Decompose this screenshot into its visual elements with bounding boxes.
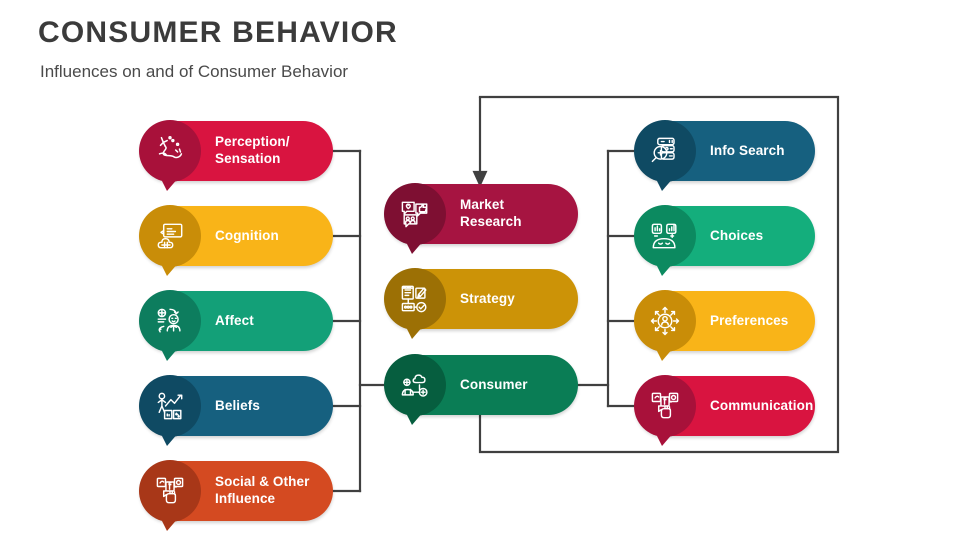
pill-communication[interactable]: Communication (634, 375, 815, 446)
brain-screen-icon (139, 205, 201, 276)
social-share-icon (634, 375, 696, 446)
pill-beliefs[interactable]: Beliefs (139, 375, 333, 446)
pill-label: Affect (215, 312, 254, 328)
pill-label: Cognition (215, 227, 279, 243)
pill-label: Communication (710, 397, 814, 413)
neuron-icon (139, 120, 201, 191)
pill-label: Choices (710, 227, 764, 243)
pill-label: Market Research (460, 197, 522, 229)
pill-label: Beliefs (215, 397, 260, 413)
emotion-person-icon (139, 290, 201, 361)
choice-compare-icon (634, 205, 696, 276)
pill-perception-sensation[interactable]: Perception/ Sensation (139, 120, 333, 191)
search-database-icon (634, 120, 696, 191)
left-bracket (331, 149, 387, 493)
slide-header: CONSUMER BEHAVIOR Influences on and of C… (38, 16, 398, 82)
pill-strategy[interactable]: Strategy (384, 268, 578, 339)
plan-checklist-icon (384, 268, 446, 339)
pill-label: Strategy (460, 290, 515, 306)
pill-affect[interactable]: Affect (139, 290, 333, 361)
pill-market-research[interactable]: Market Research (384, 183, 578, 254)
pill-preferences[interactable]: Preferences (634, 290, 815, 361)
pill-info-search[interactable]: Info Search (634, 120, 815, 191)
pill-label: Consumer (460, 376, 528, 392)
pill-label: Info Search (710, 142, 785, 158)
pill-cognition[interactable]: Cognition (139, 205, 333, 276)
social-share-icon (139, 460, 201, 531)
feedback-bubbles-icon (384, 183, 446, 254)
pill-label: Social & Other Influence (215, 474, 310, 506)
consumer-cloud-icon (384, 354, 446, 425)
pill-choices[interactable]: Choices (634, 205, 815, 276)
pill-label: Preferences (710, 312, 789, 328)
page-subtitle: Influences on and of Consumer Behavior (40, 62, 349, 81)
growth-chart-icon (139, 375, 201, 446)
page-title: CONSUMER BEHAVIOR (38, 16, 398, 49)
preference-arrows-icon (634, 290, 696, 361)
right-bracket (576, 149, 637, 408)
pill-label: Perception/ Sensation (215, 134, 290, 166)
pill-social-other-influence[interactable]: Social & Other Influence (139, 460, 333, 531)
pill-consumer[interactable]: Consumer (384, 354, 578, 425)
